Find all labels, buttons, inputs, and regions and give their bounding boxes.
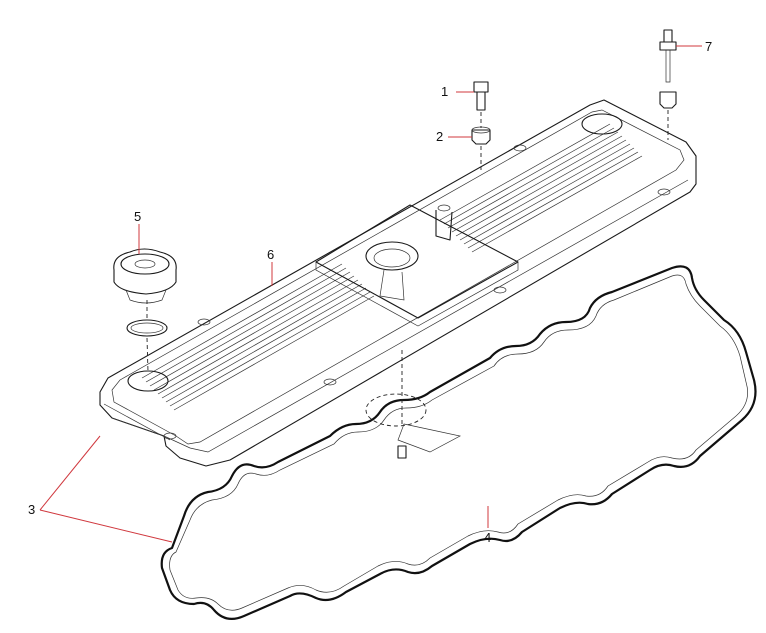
cover-ribs-left — [141, 263, 375, 411]
callout-5: 5 — [134, 209, 142, 224]
stud-part-7 — [659, 29, 677, 109]
bolt-part-1 — [473, 81, 489, 111]
valve-cover — [99, 99, 697, 467]
callout-3: 3 — [28, 502, 36, 517]
leader-3a — [39, 435, 101, 511]
callout-7: 7 — [705, 39, 713, 54]
cover-center-block — [315, 204, 519, 327]
callout-4: 4 — [484, 530, 492, 545]
callout-2: 2 — [436, 129, 444, 144]
grommet-part-2 — [471, 126, 491, 145]
cover-ribs-right — [439, 123, 643, 253]
cover-bolt-bosses — [163, 144, 671, 440]
callout-1: 1 — [441, 84, 449, 99]
leader-3b — [39, 509, 173, 543]
valve-cover-gasket — [160, 265, 757, 621]
cover-end-boss-left — [127, 370, 169, 392]
o-ring — [126, 319, 168, 337]
leader-lines — [39, 45, 702, 543]
cover-end-boss-right — [581, 113, 623, 135]
oil-filler-cap — [113, 248, 177, 304]
callout-6: 6 — [267, 247, 275, 262]
